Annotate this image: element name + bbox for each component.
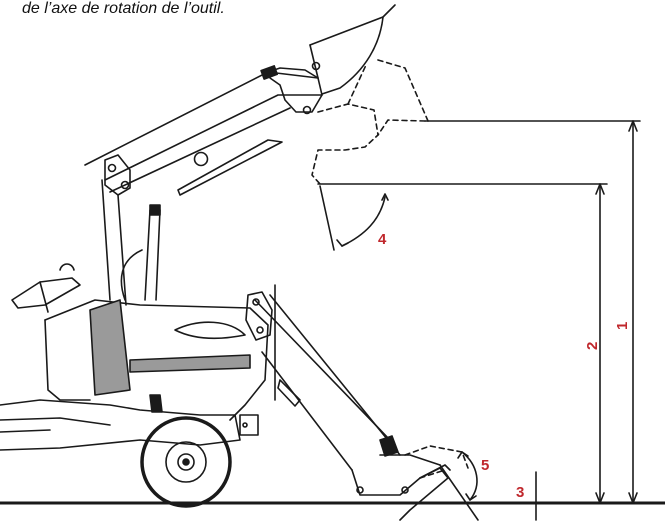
tractor-body [0, 263, 269, 451]
label-3: 3 [516, 484, 524, 501]
upper-bucket [309, 4, 396, 95]
lower-bucket [351, 454, 479, 521]
label-4: 4 [378, 231, 387, 248]
dimension-1 [424, 120, 641, 504]
dump-bucket [319, 185, 389, 251]
bucket-outline-dashed [311, 59, 429, 185]
label-5: 5 [481, 457, 489, 474]
front-wheel [140, 416, 232, 508]
lower-bucket-dashed [404, 445, 469, 479]
upper-boom [84, 61, 323, 196]
loader-mast [101, 179, 161, 306]
caption: de l’axe de rotation de l’outil. [22, 0, 225, 17]
angle-5-arc [457, 451, 478, 501]
dimension-2 [317, 183, 608, 504]
label-1: 1 [614, 322, 631, 330]
label-2: 2 [584, 342, 601, 350]
lower-boom [245, 284, 401, 471]
